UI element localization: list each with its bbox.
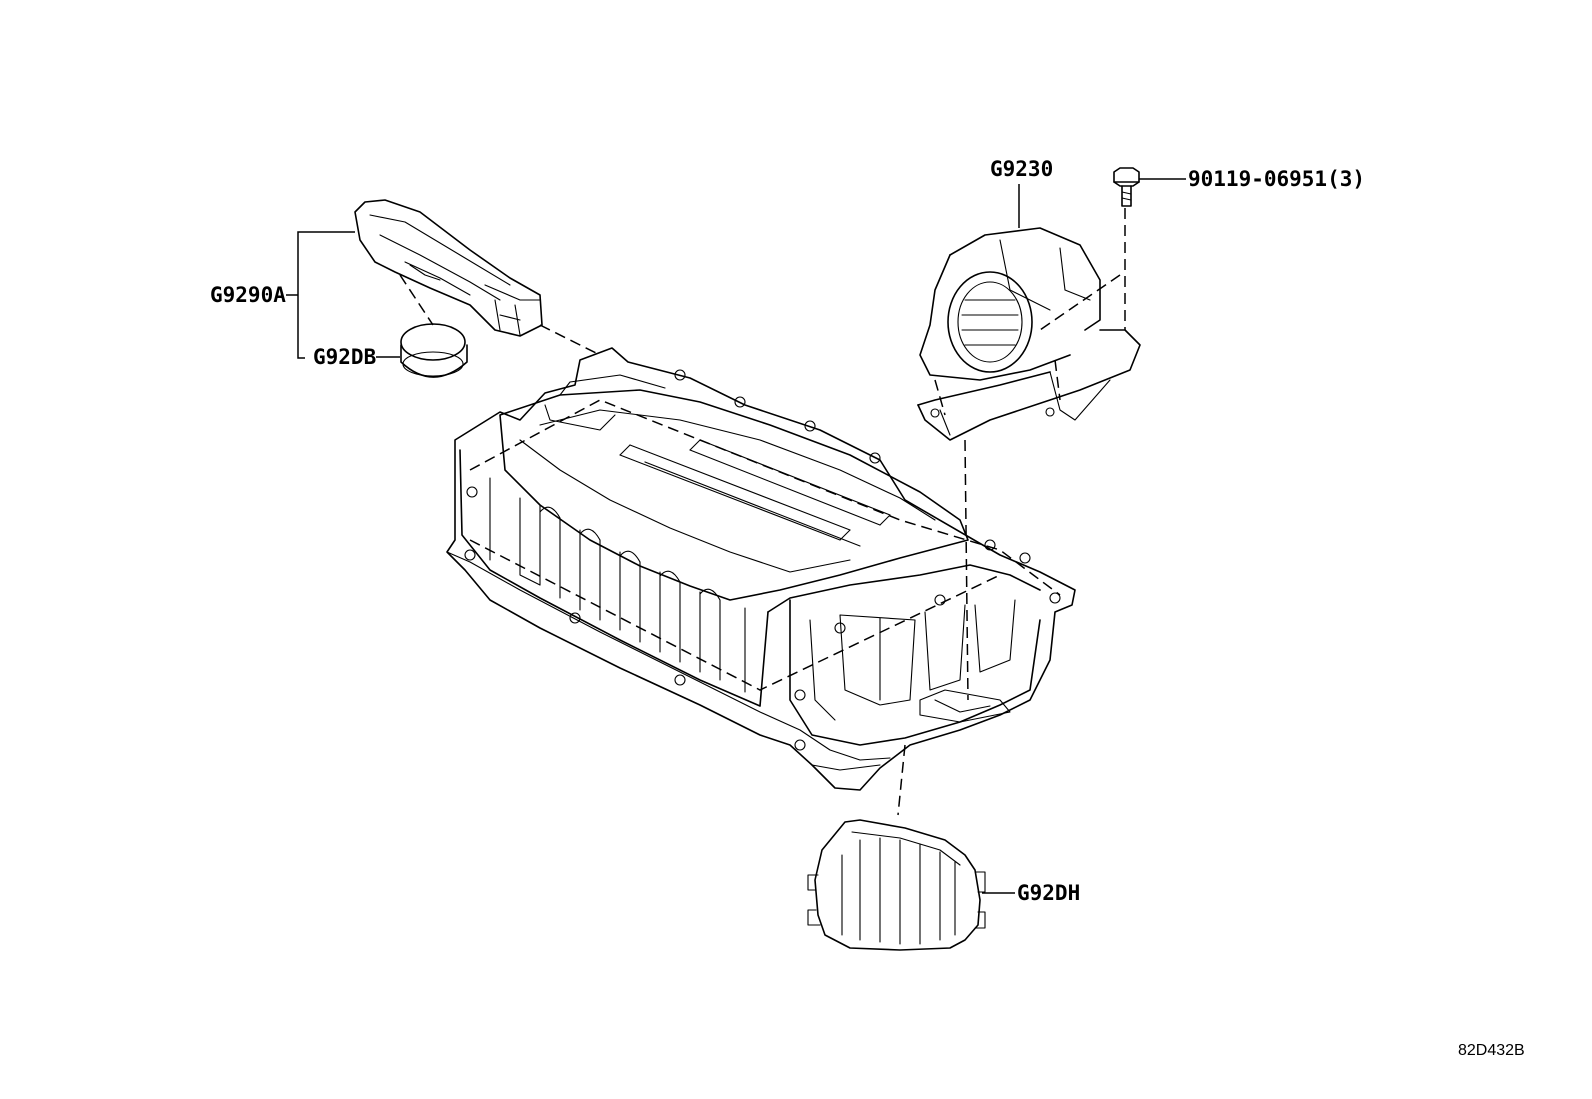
blower-fan-part [917, 227, 1141, 441]
intake-duct-part [354, 199, 543, 337]
label-duct-seal: G92DB [313, 345, 376, 369]
bolt-part [1113, 167, 1140, 207]
label-duct: G9290A [210, 283, 286, 307]
label-blower: G9230 [990, 157, 1053, 181]
filter-part [807, 819, 986, 951]
figure-code: 82D432B [1458, 1042, 1525, 1059]
leader-lines [286, 178, 1186, 894]
label-filter: G92DH [1017, 881, 1080, 905]
assembly-lines [399, 208, 1126, 816]
battery-assembly [446, 347, 1076, 791]
duct-seal-part [400, 323, 468, 378]
label-bolt: 90119-06951(3) [1188, 167, 1365, 191]
